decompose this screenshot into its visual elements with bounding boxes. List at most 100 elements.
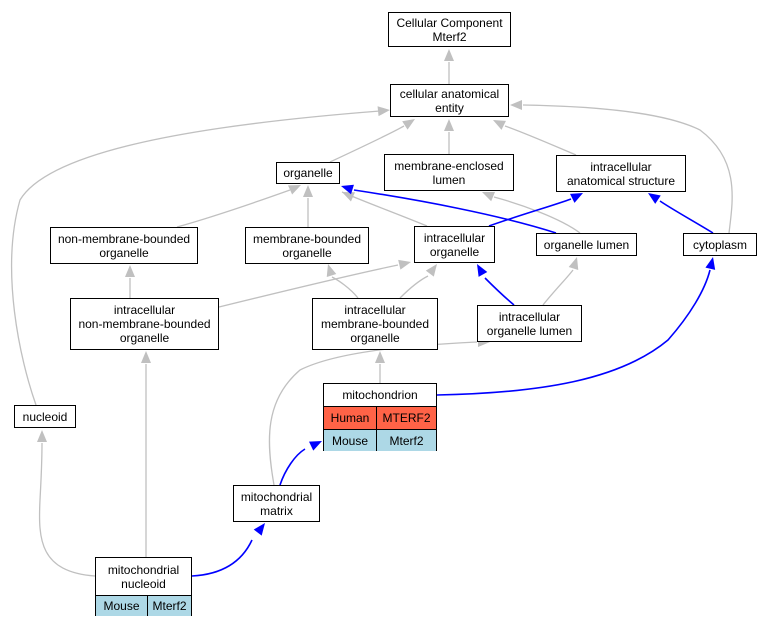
node-mitochondrial-matrix[interactable]: mitochondrial matrix xyxy=(233,485,320,522)
edge-part-of xyxy=(191,539,253,577)
node-label: nucleoid xyxy=(22,409,68,424)
edge-arrowhead xyxy=(37,430,47,442)
edge-is-a xyxy=(176,189,291,228)
node-label-line2: organelle xyxy=(282,245,332,260)
edge-part-of xyxy=(659,200,714,234)
edge-part-of xyxy=(436,269,711,396)
gene-label: Mterf2 xyxy=(147,596,191,616)
node-label-line1: membrane-enclosed xyxy=(394,158,504,173)
edge-arrowhead xyxy=(402,119,415,130)
edge-arrowhead xyxy=(309,441,322,451)
edge-arrowhead xyxy=(444,49,454,61)
node-mitochondrial-nucleoid[interactable]: mitochondrial nucleoid Mouse Mterf2 xyxy=(95,557,192,616)
node-label-line1: intracellular xyxy=(590,159,652,174)
edge-arrowhead xyxy=(425,264,437,277)
edge-arrowhead xyxy=(510,100,522,110)
node-label-line1: intracellular xyxy=(113,303,176,317)
edge-part-of xyxy=(279,448,306,486)
node-label-line2: anatomical structure xyxy=(566,173,676,188)
node-label-line1: non-membrane-bounded xyxy=(57,231,191,246)
node-intracellular-anatomical-structure[interactable]: intracellular anatomical structure xyxy=(556,155,686,192)
node-label-line2: non-membrane-bounded xyxy=(78,317,211,331)
edge-arrowhead xyxy=(398,259,411,270)
gene-row-mouse: Mouse Mterf2 xyxy=(96,595,191,616)
edge-is-a xyxy=(542,269,574,306)
edge-arrowhead xyxy=(444,119,454,131)
gene-label: MTERF2 xyxy=(376,407,436,429)
node-label-line2: entity xyxy=(435,100,464,115)
edge-is-a xyxy=(493,196,581,234)
node-label-line2: matrix xyxy=(260,503,293,518)
edge-arrowhead xyxy=(477,264,488,277)
edge-arrowhead xyxy=(341,184,354,195)
node-label-line1: mitochondrial xyxy=(107,562,180,577)
edge-arrowhead xyxy=(705,257,716,270)
edge-is-a xyxy=(218,264,399,308)
node-label-line2: organelle xyxy=(99,245,149,260)
node-label-line3: organelle xyxy=(119,331,170,345)
node-label-line1: intracellular xyxy=(344,303,406,317)
edge-arrowhead xyxy=(570,193,583,203)
node-label-line2: membrane-bounded xyxy=(320,317,430,331)
edge-part-of xyxy=(484,277,515,306)
node-label: organelle lumen xyxy=(543,237,630,252)
species-label: Mouse xyxy=(103,599,140,613)
node-label-line2: lumen xyxy=(432,172,466,187)
node-label-line2: Mterf2 xyxy=(432,29,467,44)
edge-arrowhead xyxy=(253,523,265,536)
edge-is-a xyxy=(38,442,96,577)
node-label-line1: intracellular xyxy=(498,309,561,324)
node-label-line1: mitochondrial xyxy=(240,489,313,504)
node-title: mitochondrion xyxy=(342,388,418,402)
edge-is-a xyxy=(331,276,359,299)
node-title: mitochondrial nucleoid xyxy=(96,558,191,595)
gene-label: Mterf2 xyxy=(376,430,436,451)
node-cellular-component[interactable]: Cellular Component Mterf2 xyxy=(388,12,511,47)
node-label-line2: organelle xyxy=(429,244,480,259)
node-mitochondrion[interactable]: mitochondrion Human MTERF2 Mouse Mterf2 xyxy=(323,383,437,451)
edge-arrowhead xyxy=(493,120,506,130)
node-organelle-lumen[interactable]: organelle lumen xyxy=(536,233,637,256)
edge-arrowhead xyxy=(648,193,661,204)
node-label-line2: organelle lumen xyxy=(486,323,573,338)
edge-arrowhead xyxy=(568,257,579,270)
edge-part-of xyxy=(353,189,557,234)
node-label: cytoplasm xyxy=(692,237,748,252)
node-cellular-anatomical-entity[interactable]: cellular anatomical entity xyxy=(390,84,509,117)
edge-arrowhead xyxy=(326,264,337,277)
node-intracellular-non-membrane-bounded-organelle[interactable]: intracellular non-membrane-bounded organ… xyxy=(70,298,219,350)
edge-is-a xyxy=(504,125,577,156)
node-cytoplasm[interactable]: cytoplasm xyxy=(683,233,757,256)
edge-is-a xyxy=(399,275,429,299)
node-membrane-enclosed-lumen[interactable]: membrane-enclosed lumen xyxy=(384,154,514,191)
node-label-line1: membrane-bounded xyxy=(252,231,362,246)
node-intracellular-organelle-lumen[interactable]: intracellular organelle lumen xyxy=(477,305,582,342)
edge-arrowhead xyxy=(377,106,390,117)
edge-is-a xyxy=(329,125,405,163)
node-label-line3: organelle xyxy=(350,331,400,345)
node-label: organelle xyxy=(283,166,333,180)
edge-part-of xyxy=(488,198,572,227)
edge-arrowhead xyxy=(482,192,495,202)
node-label-line2: nucleoid xyxy=(121,576,166,591)
species-label: Mouse xyxy=(331,433,369,448)
edge-arrowhead xyxy=(125,265,135,277)
edge-arrowhead xyxy=(288,185,301,195)
node-organelle[interactable]: organelle xyxy=(276,162,340,184)
node-nucleoid[interactable]: nucleoid xyxy=(14,405,76,428)
edge-arrowhead xyxy=(141,351,151,363)
node-non-membrane-bounded-organelle[interactable]: non-membrane-bounded organelle xyxy=(50,227,198,264)
node-membrane-bounded-organelle[interactable]: membrane-bounded organelle xyxy=(245,227,369,264)
node-label-line1: cellular anatomical xyxy=(399,86,500,101)
node-label-line1: intracellular xyxy=(423,230,486,245)
gene-row-human: Human MTERF2 xyxy=(324,406,436,429)
edge-arrowhead xyxy=(375,351,385,363)
node-intracellular-organelle[interactable]: intracellular organelle xyxy=(414,226,495,263)
gene-row-mouse: Mouse Mterf2 xyxy=(324,429,436,451)
edge-arrowhead xyxy=(303,185,313,197)
node-intracellular-membrane-bounded-organelle[interactable]: intracellular membrane-bounded organelle xyxy=(312,298,438,350)
edge-is-a xyxy=(341,191,428,227)
species-label: Human xyxy=(330,411,370,425)
